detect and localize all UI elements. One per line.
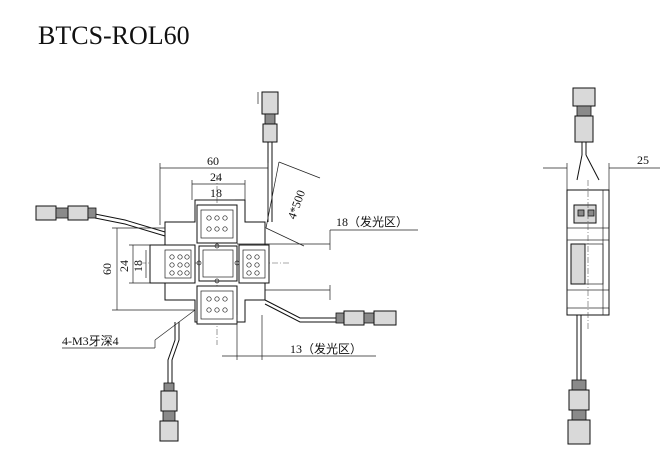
dim-width-mid: 24 <box>210 170 222 184</box>
dim-height-inner: 18 <box>131 260 145 272</box>
left-connector <box>35 205 97 221</box>
side-view <box>543 87 660 445</box>
dim-emit-zone-right: 18（发光区） <box>336 214 408 229</box>
top-connector <box>257 91 279 143</box>
dim-cable-length: 4*500 <box>285 188 308 221</box>
bottom-connector <box>159 382 179 442</box>
dim-width-outer: 60 <box>207 154 219 168</box>
product-title: BTCS-ROL60 <box>38 21 190 50</box>
dim-height-mid: 24 <box>117 260 131 272</box>
center-aperture <box>198 245 238 282</box>
right-light-module <box>238 244 270 284</box>
dim-side-offset: 25 <box>637 153 649 167</box>
thread-note: 4-M3牙深4 <box>62 334 119 348</box>
front-view <box>35 91 397 442</box>
right-connector <box>335 310 397 326</box>
dim-emit-zone-bottom: 13（发光区） <box>290 341 362 356</box>
dim-width-inner: 18 <box>210 186 222 200</box>
bottom-light-module <box>196 285 238 325</box>
left-light-module <box>149 244 196 284</box>
dimension-lines <box>62 161 418 360</box>
top-light-module <box>196 204 238 244</box>
dim-height-outer: 60 <box>100 263 114 275</box>
